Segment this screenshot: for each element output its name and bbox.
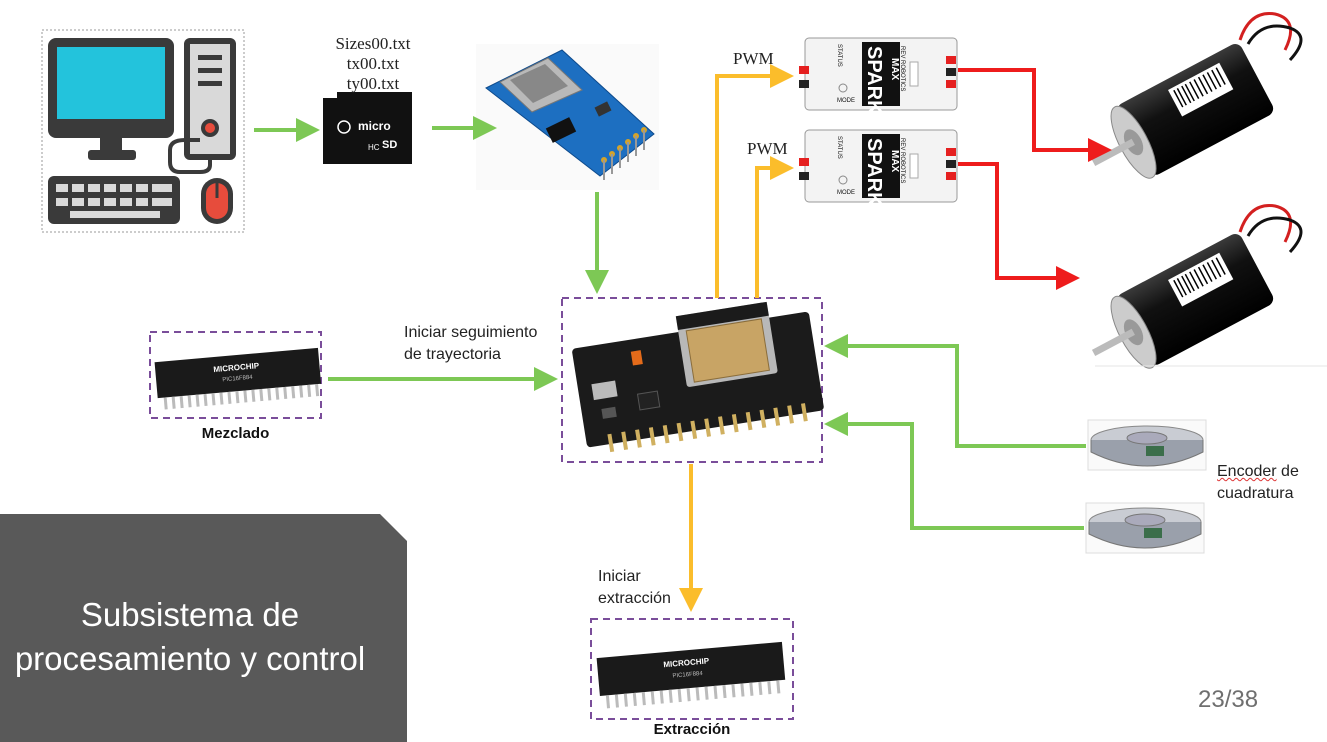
svg-text:MODE: MODE xyxy=(837,98,855,104)
encoder-word: Encoder xyxy=(1217,463,1277,480)
sd-card-module-icon xyxy=(476,44,659,190)
encoder-bottom xyxy=(1085,502,1205,554)
extraction-label: Extracción xyxy=(653,721,731,738)
encoder-top xyxy=(1087,419,1207,471)
encoder-label-line2: cuadratura xyxy=(1217,485,1294,502)
pwm-label-top: PWM xyxy=(733,49,774,68)
file-name: Sizes00.txt xyxy=(335,34,411,53)
arrow-encoder-bottom-to-esp32 xyxy=(824,412,1084,530)
esp32-box xyxy=(561,297,823,463)
svg-text:MICROCHIP: MICROCHIP xyxy=(213,361,260,374)
start-tracking-label: Iniciar seguimiento de trayectoria xyxy=(404,322,537,366)
start-tracking-line1: Iniciar seguimiento xyxy=(404,324,538,341)
svg-text:micro: micro xyxy=(358,119,391,133)
start-extraction-line2: extracción xyxy=(598,590,671,607)
svg-text:SPARK: SPARK xyxy=(863,138,885,207)
svg-text:MAX: MAX xyxy=(889,58,900,81)
svg-text:STATUS: STATUS xyxy=(836,44,842,67)
file-name: tx00.txt xyxy=(346,54,400,73)
svg-text:REV ROBOTICS: REV ROBOTICS xyxy=(899,138,905,183)
arrow-controller-bottom-to-motor xyxy=(958,162,1080,290)
slide-title-line1: Subsistema de xyxy=(80,596,300,633)
esp32-board-icon xyxy=(572,301,824,453)
svg-text:REV ROBOTICS: REV ROBOTICS xyxy=(899,46,905,91)
slide-title: Subsistema de procesamiento y control xyxy=(0,593,380,681)
start-extraction-line1: Iniciar xyxy=(598,568,641,585)
svg-text:MICROCHIP: MICROCHIP xyxy=(663,656,710,669)
svg-text:HC: HC xyxy=(368,143,380,152)
computer-icon xyxy=(41,29,245,233)
svg-text:MODE: MODE xyxy=(837,190,855,196)
file-name: ty00.txt xyxy=(346,74,400,93)
extraction-chip-box xyxy=(590,618,794,720)
dc-motor-top xyxy=(1091,12,1303,179)
encoder-label-line1: Encoder de xyxy=(1217,461,1299,483)
page-number: 23/38 xyxy=(1198,686,1259,713)
arrow-esp32-pwm-top xyxy=(715,64,794,298)
svg-text:SD: SD xyxy=(382,139,397,151)
svg-text:PIC16F884: PIC16F884 xyxy=(222,375,253,384)
file-list: Sizes00.txt tx00.txt ty00.txt xyxy=(330,34,416,94)
extraction-microchip-icon: MICROCHIP PIC16F884 xyxy=(596,641,786,709)
svg-text:STATUS: STATUS xyxy=(836,136,842,159)
pwm-label-bottom: PWM xyxy=(747,139,788,158)
start-tracking-line2: de trayectoria xyxy=(404,346,501,363)
svg-text:MAX: MAX xyxy=(889,150,900,173)
slide-title-line2: procesamiento y control xyxy=(14,640,366,677)
encoder-label: Encoder de cuadratura xyxy=(1217,461,1299,505)
arrow-controller-top-to-motor xyxy=(958,68,1112,162)
motor-controller-bottom: SPARK MAX REV ROBOTICS STATUS MODE xyxy=(799,129,958,207)
motor-controller-top: SPARK MAX REV ROBOTICS STATUS MODE xyxy=(799,37,958,115)
svg-text:PIC16F884: PIC16F884 xyxy=(672,671,703,680)
arrow-esp32-pwm-bottom xyxy=(755,156,794,298)
mixing-chip-box xyxy=(149,331,322,419)
encoder-de: de xyxy=(1276,463,1299,480)
arrow-encoder-top-to-esp32 xyxy=(824,334,1086,448)
mixing-microchip-icon: MICROCHIP PIC16F884 xyxy=(154,347,322,410)
start-extraction-label: Iniciar extracción xyxy=(598,566,671,610)
svg-text:SPARK: SPARK xyxy=(863,46,885,115)
title-panel xyxy=(0,514,407,742)
mixing-label: Mezclado xyxy=(201,425,270,442)
dc-motor-bottom xyxy=(1091,204,1327,369)
micro-sd-card-icon: micro SD HC xyxy=(323,92,412,164)
